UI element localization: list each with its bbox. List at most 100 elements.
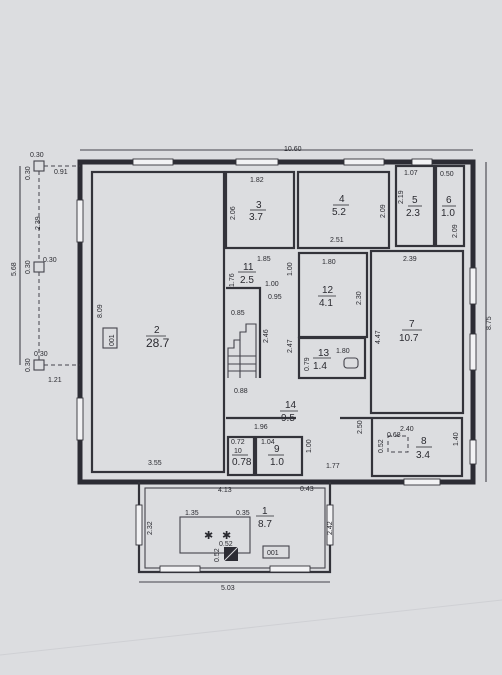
svg-text:1.0: 1.0 (441, 208, 455, 219)
svg-text:1.85: 1.85 (257, 256, 271, 263)
staircase (227, 323, 257, 378)
fixture-dashed (387, 435, 409, 453)
svg-text:0.52: 0.52 (214, 548, 221, 562)
room-label-9: 9 1.0 (268, 444, 284, 468)
room-label-3: 3 3.7 (249, 200, 266, 223)
svg-text:1.21: 1.21 (48, 377, 62, 384)
stamp-label: 001 (267, 550, 279, 557)
svg-text:2.09: 2.09 (452, 224, 459, 238)
svg-text:28.7: 28.7 (146, 336, 170, 350)
window (132, 158, 174, 166)
svg-text:9.5: 9.5 (281, 413, 295, 424)
svg-text:0.30: 0.30 (25, 358, 32, 372)
window (469, 267, 477, 305)
svg-text:0.95: 0.95 (268, 294, 282, 301)
room-label-4: 4 5.2 (332, 194, 349, 218)
svg-text:1.0: 1.0 (270, 457, 284, 468)
svg-text:13: 13 (318, 348, 330, 359)
room-label-1: 1 8.7 (256, 506, 274, 530)
room-label-2: 2 28.7 (146, 325, 170, 350)
svg-text:1.04: 1.04 (261, 439, 275, 446)
window (235, 158, 279, 166)
window (469, 439, 477, 465)
room-2-wall (90, 170, 226, 474)
svg-text:1.76: 1.76 (229, 273, 236, 287)
svg-text:0.30: 0.30 (34, 351, 48, 358)
svg-text:0.72: 0.72 (231, 439, 245, 446)
room-13-wall (297, 336, 367, 380)
svg-text:3.55: 3.55 (148, 460, 162, 467)
dim-bottom-label: 5.03 (221, 585, 235, 592)
window (326, 504, 334, 546)
svg-text:2.50: 2.50 (357, 420, 364, 434)
room-label-7: 7 10.7 (399, 319, 422, 344)
svg-text:1.40: 1.40 (453, 432, 460, 446)
room-7-wall (369, 249, 465, 415)
svg-text:1.35: 1.35 (185, 510, 199, 517)
svg-text:5: 5 (412, 195, 418, 206)
room-label-6: 6 1.0 (441, 195, 456, 219)
svg-text:2: 2 (154, 325, 160, 336)
svg-text:2.51: 2.51 (330, 237, 344, 244)
svg-text:4: 4 (339, 194, 345, 205)
svg-text:5.2: 5.2 (332, 207, 346, 218)
svg-text:1.77: 1.77 (326, 463, 340, 470)
room-6-wall (434, 164, 466, 248)
room-label-14: 14 9.5 (280, 400, 298, 424)
window (411, 158, 433, 166)
svg-text:2.09: 2.09 (380, 204, 387, 218)
svg-text:0.85: 0.85 (231, 310, 245, 317)
svg-text:10.7: 10.7 (399, 333, 419, 344)
svg-text:1: 1 (262, 506, 268, 517)
room-10-wall (226, 435, 256, 477)
dim-right-label: 8.75 (486, 316, 493, 330)
svg-text:1.80: 1.80 (336, 348, 350, 355)
svg-text:2.46: 2.46 (263, 329, 270, 343)
room-label-12: 12 4.1 (318, 285, 336, 309)
svg-text:0.52: 0.52 (378, 439, 385, 453)
dim-left-label: 5.68 (11, 262, 18, 276)
svg-text:3.4: 3.4 (416, 450, 430, 461)
svg-text:1.4: 1.4 (313, 361, 327, 372)
svg-text:0.35: 0.35 (236, 510, 250, 517)
svg-text:0.30: 0.30 (30, 152, 44, 159)
svg-text:2.39: 2.39 (403, 256, 417, 263)
svg-text:1.00: 1.00 (306, 439, 313, 453)
svg-text:1.96: 1.96 (254, 424, 268, 431)
svg-text:3.7: 3.7 (249, 212, 263, 223)
svg-text:1.00: 1.00 (287, 262, 294, 276)
svg-text:4.47: 4.47 (375, 330, 382, 344)
svg-text:0.30: 0.30 (25, 166, 32, 180)
window (76, 397, 84, 441)
svg-text:2.06: 2.06 (230, 206, 237, 220)
svg-text:0.91: 0.91 (54, 169, 68, 176)
svg-text:2.39: 2.39 (35, 216, 42, 230)
svg-text:9: 9 (274, 444, 280, 455)
room-label-8: 8 3.4 (416, 436, 432, 461)
svg-text:2.5: 2.5 (240, 275, 254, 286)
svg-text:1.80: 1.80 (322, 259, 336, 266)
svg-text:0.52: 0.52 (219, 541, 233, 548)
svg-text:2.30: 2.30 (356, 291, 363, 305)
svg-text:12: 12 (322, 285, 334, 296)
window (269, 565, 311, 573)
svg-text:10: 10 (234, 448, 242, 455)
svg-text:0.30: 0.30 (25, 260, 32, 274)
toilet-icon (343, 357, 359, 369)
svg-text:1.07: 1.07 (404, 170, 418, 177)
window (135, 504, 143, 546)
svg-text:4.1: 4.1 (319, 298, 333, 309)
asterisk-symbol: ✱ (204, 530, 213, 542)
room-11-wall (226, 286, 262, 378)
svg-text:0.30: 0.30 (43, 257, 57, 264)
svg-text:2.3: 2.3 (406, 208, 420, 219)
stamp-label: 001 (109, 334, 116, 346)
room-label-11: 11 2.5 (238, 262, 256, 286)
window (469, 333, 477, 371)
svg-text:8: 8 (421, 436, 427, 447)
window (343, 158, 385, 166)
svg-text:2.40: 2.40 (400, 426, 414, 433)
dim-top-label: 10.60 (284, 146, 302, 153)
asterisk-symbol: ✱ (222, 530, 231, 542)
